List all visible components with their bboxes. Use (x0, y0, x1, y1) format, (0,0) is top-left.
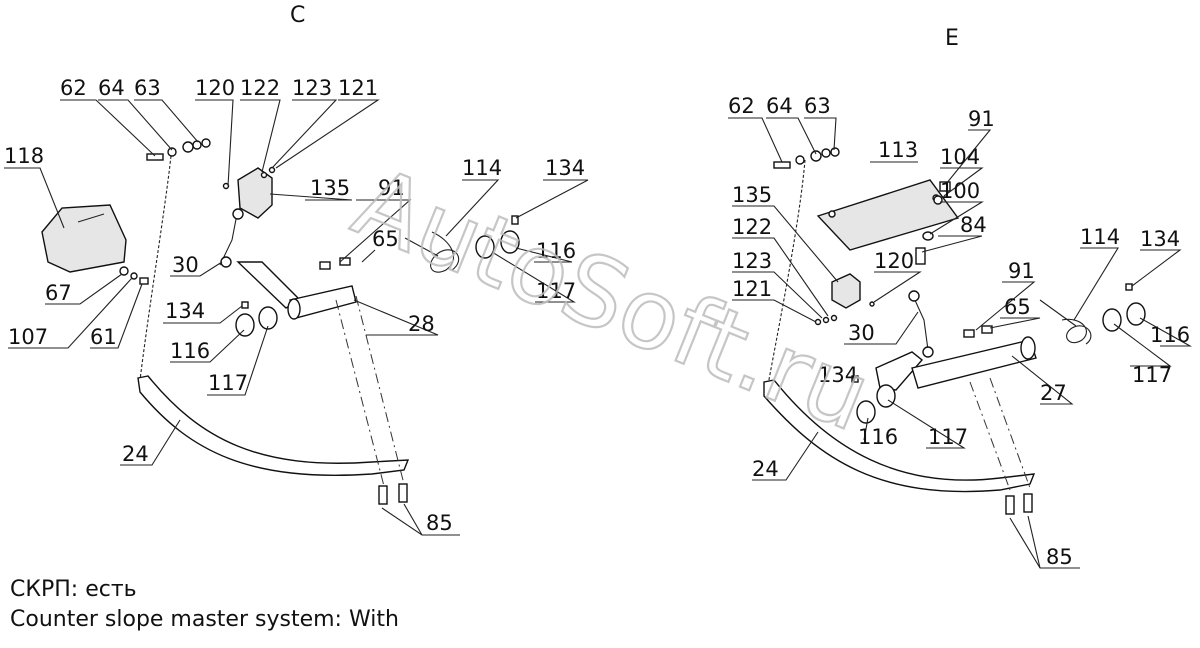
guard-plate (41, 204, 127, 273)
callout-62-r: 62 (728, 94, 755, 118)
chain-right (767, 159, 806, 386)
callout-116-low: 116 (170, 339, 210, 363)
callout-67: 67 (45, 281, 72, 305)
callout-65: 65 (372, 227, 399, 251)
callout-84-r: 84 (960, 213, 987, 237)
callout-117-r-low: 117 (928, 425, 968, 449)
view-title-e: E (945, 26, 959, 51)
callout-24-r: 24 (752, 457, 779, 481)
callout-113-r: 113 (878, 138, 918, 162)
bolt-group-top (146, 138, 211, 161)
callout-135-r: 135 (732, 183, 772, 207)
callout-63: 63 (134, 76, 161, 100)
callout-116-top: 116 (536, 239, 576, 263)
callout-27-r: 27 (1040, 381, 1067, 405)
callout-121: 121 (338, 76, 378, 100)
callout-116-r-low: 116 (858, 425, 898, 449)
callout-123-r: 123 (732, 249, 772, 273)
callout-116-r-top: 116 (1150, 323, 1190, 347)
right-assembly (763, 147, 1146, 515)
callout-120-r: 120 (874, 249, 914, 273)
callout-134-r-low: 134 (818, 363, 858, 387)
callout-114: 114 (462, 156, 502, 180)
callout-117-r-top: 117 (1132, 363, 1172, 387)
callout-30-r: 30 (848, 321, 875, 345)
callout-123: 123 (292, 76, 332, 100)
coil-spring (475, 235, 495, 259)
callout-65-r: 65 (1004, 295, 1031, 319)
callout-85: 85 (426, 511, 453, 535)
callout-134-r-top: 134 (1140, 227, 1180, 251)
callout-64-r: 64 (766, 94, 793, 118)
callout-91: 91 (378, 176, 405, 200)
callout-30: 30 (172, 253, 199, 277)
pedal-arm (137, 375, 410, 476)
bracket (237, 167, 273, 219)
callout-117-top: 117 (536, 279, 576, 303)
callout-134-low: 134 (165, 299, 205, 323)
left-assembly (41, 138, 520, 505)
callout-117-low: 117 (208, 371, 248, 395)
shaft-right (911, 339, 1037, 389)
callout-107: 107 (8, 325, 48, 349)
chain (139, 155, 172, 381)
washer (500, 230, 520, 254)
callout-122-r: 122 (732, 215, 772, 239)
callout-24: 24 (122, 442, 149, 466)
callout-63-r: 63 (804, 94, 831, 118)
callout-114-r: 114 (1080, 225, 1120, 249)
callout-100-r: 100 (940, 179, 980, 203)
callout-85-r: 85 (1046, 545, 1073, 569)
left-labels: 62 64 63 120 122 123 121 118 135 91 114 … (4, 76, 585, 535)
right-leaders (728, 117, 1193, 569)
callout-134-top: 134 (545, 156, 585, 180)
caption-line-ru: СКРП: есть (10, 577, 137, 602)
callout-122: 122 (240, 76, 280, 100)
callout-118: 118 (4, 144, 44, 168)
callout-62: 62 (60, 76, 87, 100)
callout-135: 135 (310, 176, 350, 200)
callout-104-r: 104 (940, 145, 980, 169)
callout-121-r: 121 (732, 277, 772, 301)
pedal-arm-right (763, 379, 1036, 493)
callout-120: 120 (195, 76, 235, 100)
torsion-spring (430, 231, 460, 273)
left-leaders (4, 99, 589, 536)
caption-line-en: Counter slope master system: With (10, 607, 399, 632)
right-labels: 62 64 63 91 113 104 100 84 135 122 120 1… (728, 94, 1190, 569)
callout-64: 64 (98, 76, 125, 100)
callout-91-r-mid: 91 (1008, 259, 1035, 283)
callout-91-r-top: 91 (968, 107, 995, 131)
cover-plate (816, 179, 960, 251)
callout-28: 28 (408, 312, 435, 336)
view-title-c: C (290, 3, 305, 28)
bracket-right (831, 273, 861, 309)
callout-61: 61 (90, 325, 117, 349)
